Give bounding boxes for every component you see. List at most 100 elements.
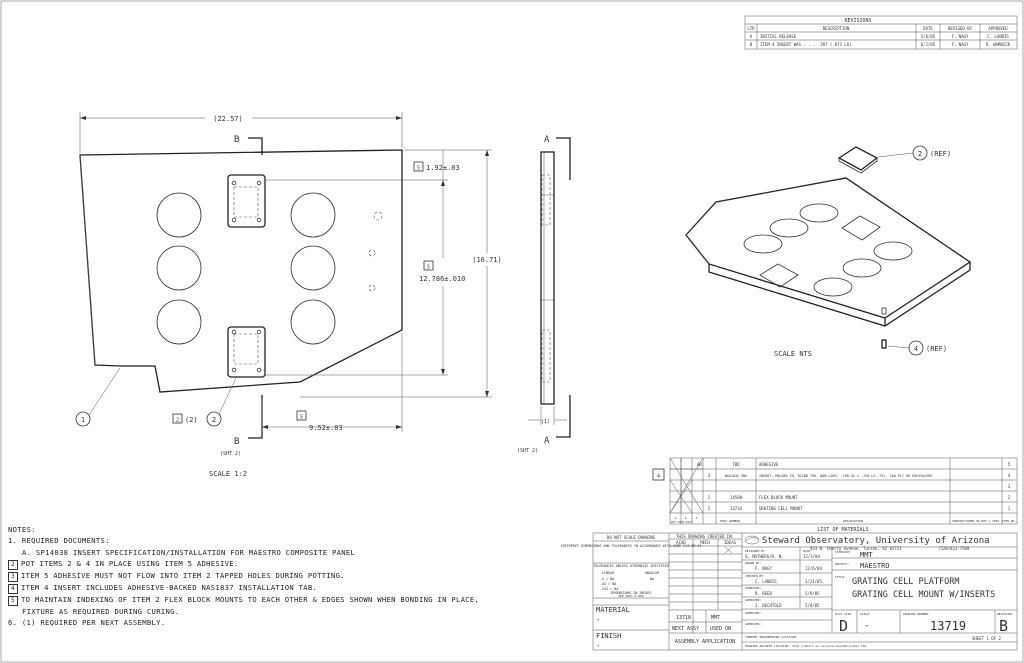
flag-note <box>172 413 183 424</box>
created-in-label: THIS DRAWING CREATED IN: <box>676 534 734 539</box>
date-label: DATE: <box>803 549 812 553</box>
iso-flex-mount <box>759 263 799 288</box>
approved-1: R. REED <box>755 591 772 596</box>
assembly-application: ASSEMBLY APPLICATION <box>675 639 735 645</box>
angular-label: ANGULAR <box>645 571 660 575</box>
callout-2-qty: (2) <box>185 416 198 424</box>
bom-row-4-desc: INSERT, MOLDED IN, BLIND THD, NON-LOCK, … <box>759 474 933 478</box>
rev-row-b-date: 6/2/05 <box>921 42 936 47</box>
do-not-scale: DO NOT SCALE DRAWING <box>607 535 656 540</box>
iso-hole <box>873 241 913 261</box>
rev-row-a-by: F. NAGY <box>952 34 969 39</box>
tol-xxx: .XXX = NA <box>600 587 618 591</box>
plan-scale: SCALE 1:2 <box>209 470 247 478</box>
units-note: DIMENSIONS IN INCHES <box>611 591 652 595</box>
cutout-hole <box>156 299 202 345</box>
side-view: A A (SHT 2) (1) <box>517 135 571 454</box>
dim-top-value: 1.92±.03 <box>426 164 460 172</box>
cutout-hole <box>156 192 202 238</box>
iso-flex-block-ref <box>837 146 879 171</box>
tol-xx: .XX = NA <box>600 582 616 586</box>
designed-by: S. MATHERS/R. N. <box>745 554 784 559</box>
created-in-acad: ACAD <box>676 540 686 545</box>
bom-row-2-no: 2 <box>1008 495 1011 500</box>
checked-date: 3/21/05 <box>805 579 822 584</box>
panel-outline <box>79 149 403 393</box>
approved-1-label: APPROVED: <box>745 586 761 590</box>
approved-1-date: 5/9/05 <box>805 591 820 596</box>
section-a-bottom: A <box>544 436 550 446</box>
note-text: ITEM 4 INSERT INCLUDES ADHESIVE-BACKED N… <box>21 582 318 592</box>
bom-row-5-flag: AR <box>697 462 702 467</box>
designed-date: 12/3/04 <box>803 554 820 559</box>
note-text: A. SP14038 INSERT SPECIFICATION/INSTALLA… <box>22 547 356 557</box>
small-hole <box>368 284 376 292</box>
spec-note: SEE SPEC K-002 <box>618 594 643 598</box>
iso-hole <box>813 277 853 297</box>
finish-value: - <box>596 642 600 650</box>
bom-row-5-no: 5 <box>1008 462 1011 467</box>
dim-mid-value: 12.786±.010 <box>419 275 465 283</box>
bom-footer-itemno: ITEM NO. <box>1002 519 1017 523</box>
bom-row-4-part: NAS1832-3N5 <box>725 474 747 478</box>
note-text: POT ITEMS 2 & 4 IN PLACE USING ITEM 5 AD… <box>21 558 239 568</box>
rev-header-date: DATE <box>923 26 933 31</box>
iso-balloon-2-ref: (REF) <box>930 150 951 158</box>
balloon-2-label: 2 <box>212 416 216 424</box>
dim-overall-width: (22.57) <box>213 115 243 123</box>
tolerances-label: TOLERANCES UNLESS OTHERWISE SPECIFIED <box>593 564 669 568</box>
cutout-hole <box>290 192 336 238</box>
created-in-ideas: IDEAS <box>724 540 737 545</box>
org-phone: (520)621-7569 <box>938 546 970 551</box>
approved-2-date: 5/9/05 <box>805 603 820 608</box>
bom-row-3-no: 3 <box>1008 484 1011 489</box>
iso-balloon-2-label: 2 <box>918 150 922 158</box>
bom-footer-desc: DESCRIPTION <box>843 519 863 523</box>
iso-hole <box>799 203 839 223</box>
used-on-value: MMT <box>711 615 720 621</box>
approved-2-label: APPROVED: <box>745 598 761 602</box>
bom-footer-dash3: -1 <box>694 516 698 520</box>
balloon-item-2 <box>206 411 222 427</box>
flex-block-mount-bottom <box>227 326 266 378</box>
note-line: A. SP14038 INSERT SPECIFICATION/INSTALLA… <box>8 547 479 558</box>
tol-x: .X = NA <box>600 577 614 581</box>
note-text: ITEM 5 ADHESIVE MUST NOT FLOW INTO ITEM … <box>21 570 345 580</box>
material-value: - <box>596 616 600 624</box>
bom-row-1-part: 13734 <box>730 506 743 511</box>
project-value: MAESTRO <box>860 562 890 570</box>
rev-header-revised: REVISED BY <box>948 26 973 31</box>
used-on-label: USED ON <box>710 626 731 632</box>
iso-hole <box>743 234 783 254</box>
rev-row-b-by: F. NAGY <box>952 42 969 47</box>
title-block: DO NOT SCALE DRAWING INTERPRET DIMENSION… <box>561 532 1018 651</box>
revisions-table: REVISIONS LTR DESCRIPTION DATE REVISED B… <box>744 15 1018 50</box>
approved-2: J. BECHTOLD <box>755 603 782 608</box>
drawn-date: 12/6/04 <box>805 566 822 571</box>
dim-mid-flag: 5 <box>427 265 430 271</box>
iso-scale: SCALE NTS <box>774 350 812 358</box>
flag-note <box>423 260 434 271</box>
drawn-by: F. NAGY <box>755 566 772 571</box>
bom-row-5-desc: ADHESIVE <box>759 462 779 467</box>
checked-by-label: CHECKED BY: <box>745 574 765 578</box>
linear-label: LINEAR <box>602 571 615 575</box>
dim-overall-height: (16.71) <box>472 256 502 264</box>
dim-bottom-flag: 5 <box>300 415 303 421</box>
cutout-hole <box>290 299 336 345</box>
bom-row-1-no: 1 <box>1008 506 1011 511</box>
approved-4-label: APPROVED: <box>745 622 761 626</box>
rev-row-a-date: 5/6/05 <box>921 34 936 39</box>
bom-footer-part: PART NUMBER <box>720 519 740 523</box>
isometric-view: 2 (REF) 4 (REF) SCALE NTS <box>685 145 972 358</box>
org-name: Steward Observatory, University of Arizo… <box>762 536 990 546</box>
flag-note <box>413 161 424 172</box>
interpret-note: INTERPRET DIMENSIONS AND TOLERANCES IN A… <box>561 544 702 548</box>
section-b-bottom: B <box>234 437 239 447</box>
note-text: 6. (1) REQUIRED PER NEXT ASSEMBLY. <box>8 618 166 628</box>
title-label: TITLE: <box>835 575 846 579</box>
rev-row-b-desc: ITEM 4 INSERT WAS . . . .3R7 (.873 LG) <box>760 42 852 47</box>
next-assy-label: NEXT ASSY <box>672 626 699 632</box>
note-line: 1. REQUIRED DOCUMENTS: <box>8 535 479 546</box>
